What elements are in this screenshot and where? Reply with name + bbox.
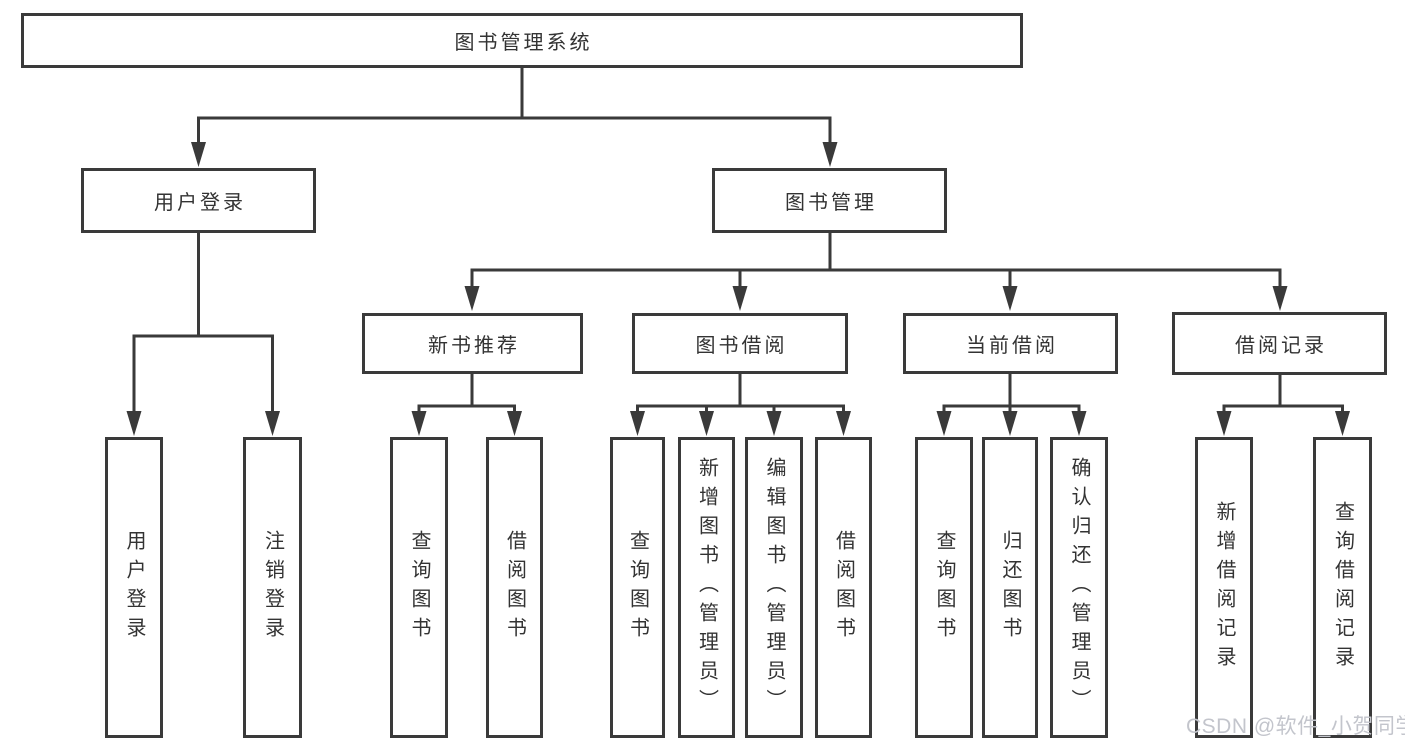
arrowhead-icon	[822, 142, 838, 167]
leaf-user-login: 用户登录	[105, 437, 163, 738]
arrowhead-icon	[507, 411, 522, 436]
leaf-confirm-return-admin: 确认归还（管理员）	[1050, 437, 1108, 738]
arrowhead-icon	[699, 411, 714, 436]
leaf-add-book-admin: 新增图书（管理员）	[678, 437, 735, 738]
node-borrow-records: 借阅记录	[1172, 312, 1387, 375]
arrowhead-icon	[936, 411, 952, 436]
arrowhead-icon	[1216, 411, 1232, 436]
node-new-book-recommend: 新书推荐	[362, 313, 583, 374]
leaf-query-books-recommend: 查询图书	[390, 437, 448, 738]
leaf-borrow-books-recommend: 借阅图书	[486, 437, 543, 738]
node-user-login-branch: 用户登录	[81, 168, 316, 233]
arrowhead-icon	[1272, 286, 1288, 311]
arrowhead-icon	[766, 411, 782, 436]
leaf-query-books-current: 查询图书	[915, 437, 973, 738]
node-book-borrow: 图书借阅	[632, 313, 848, 374]
node-root-system: 图书管理系统	[21, 13, 1023, 68]
leaf-query-books-borrow: 查询图书	[610, 437, 665, 738]
arrowhead-icon	[836, 411, 851, 436]
arrowhead-icon	[1002, 286, 1018, 311]
arrowhead-icon	[1335, 411, 1350, 436]
connector-book-management-to-level3	[464, 233, 1288, 311]
arrowhead-icon	[265, 411, 280, 436]
connector-current-borrow-to-leaves	[936, 374, 1087, 436]
connector-borrow-records-to-leaves	[1216, 374, 1350, 436]
leaf-logout: 注销登录	[243, 437, 302, 738]
leaf-add-borrow-record: 新增借阅记录	[1195, 437, 1253, 738]
arrowhead-icon	[126, 411, 142, 436]
leaf-borrow-books: 借阅图书	[815, 437, 872, 738]
arrowhead-icon	[464, 286, 480, 311]
leaf-edit-book-admin: 编辑图书（管理员）	[745, 437, 803, 738]
connector-new-book-to-leaves	[411, 374, 522, 436]
arrowhead-icon	[630, 411, 645, 436]
node-book-management-branch: 图书管理	[712, 168, 947, 233]
node-current-borrow: 当前借阅	[903, 313, 1118, 374]
arrowhead-icon	[191, 142, 206, 167]
connector-book-borrow-to-leaves	[630, 374, 851, 436]
leaf-return-book: 归还图书	[982, 437, 1038, 738]
leaf-query-borrow-record: 查询借阅记录	[1313, 437, 1372, 738]
connector-user-login-to-leaves	[126, 233, 280, 436]
arrowhead-icon	[732, 286, 748, 311]
arrowhead-icon	[1002, 411, 1018, 436]
arrowhead-icon	[1071, 411, 1087, 436]
arrowhead-icon	[411, 411, 427, 436]
connector-root-to-level2	[191, 68, 838, 167]
